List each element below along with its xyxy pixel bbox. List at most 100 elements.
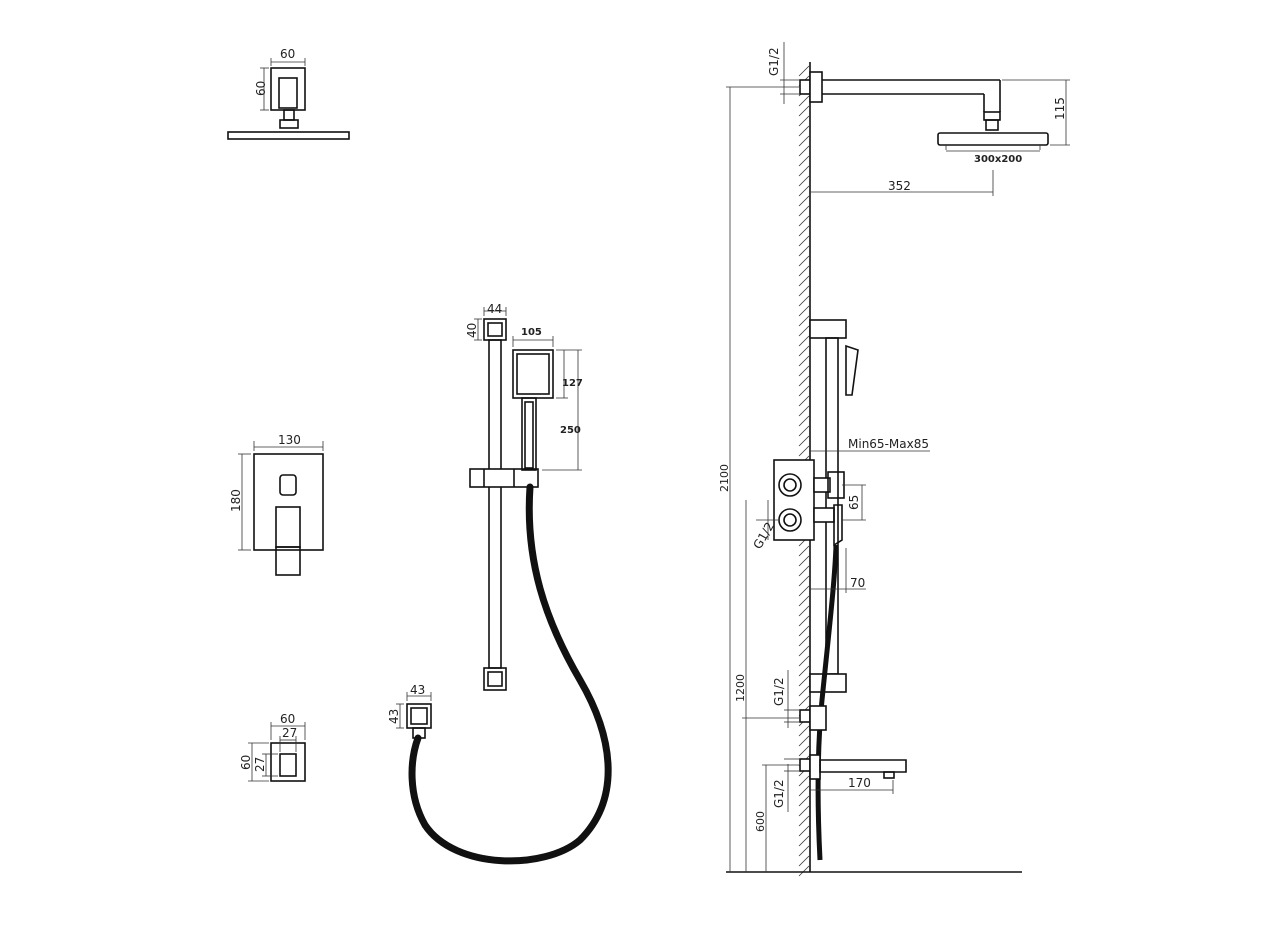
thread-elbow-label: G1/2 [772,677,786,706]
wall-hatch-line [798,805,810,817]
wall-hatch-line [798,845,810,857]
wall-hatch-line [798,395,810,407]
wall-hatch-line [798,665,810,677]
wall-hatch-line [798,255,810,267]
wall-hatch-line [798,815,810,827]
wall-hatch-line [798,95,810,107]
thread-valve-label: G1/2 [750,520,776,552]
dim-head-flange-width: 60 [280,47,295,61]
arm-drop-label: 115 [1053,97,1067,120]
wall-hatch-line [798,835,810,847]
wall-hatch-line [798,565,810,577]
wall-hatch-line [798,795,810,807]
wall-hatch-line [798,135,810,147]
wall-hatch-line [798,615,810,627]
showerhead-size-label: 300x200 [974,154,1022,165]
wall-hatch-line [798,325,810,337]
wall-hatch-line [798,165,810,177]
wall-hatch-line [798,375,810,387]
wall-hatch-line [798,205,810,217]
wall-hatch-line [798,355,810,367]
wall-hatch-line [798,175,810,187]
wall-hatch-line [798,635,810,647]
wall-hatch-line [798,595,810,607]
wall-hatch-line [798,445,810,457]
wall-hatch-line [798,675,810,687]
wall-depth-label: Min65-Max85 [848,437,929,451]
wall-hatch-line [798,745,810,757]
wall-hatch-line [798,215,810,227]
dim-handshower-head-height: 127 [562,378,583,389]
showerhead-front-view [227,58,350,140]
wall-hatch-line [798,65,810,77]
wall-hatch-line [798,345,810,357]
valve-spacing-label: 65 [847,495,861,510]
wall-hatch-line [798,865,810,877]
outlet-front-view [248,722,306,782]
arm-projection-label: 352 [888,179,911,193]
dim-mixer-width: 130 [278,433,301,447]
wall-hatch-line [798,315,810,327]
wall-hatch-line [798,305,810,317]
spout-height-floor-label: 600 [754,811,767,832]
wall-hatch-line [798,425,810,437]
wall-hatch-line [798,725,810,737]
wall-hatch-line [798,605,810,617]
wall-hatch-line [798,145,810,157]
thread-spout-label: G1/2 [772,779,786,808]
wall-hatch-line [798,155,810,167]
dim-elbow-width: 43 [410,683,425,697]
wall-hatch-line [798,385,810,397]
dim-elbow-height: 43 [387,709,401,724]
wall-hatch-line [798,655,810,667]
wall-hatch-line [798,265,810,277]
dim-mixer-height: 180 [229,489,243,512]
dim-rail-height: 40 [465,323,479,338]
wall-hatch-line [798,295,810,307]
wall-hatch-line [798,645,810,657]
wall-hatch-line [798,775,810,787]
side-view-installation [726,42,1070,877]
wall-hatch-line [798,235,810,247]
dim-rail-width: 44 [487,302,502,316]
total-height-label: 2100 [718,464,731,492]
wall-hatch-line [798,115,810,127]
dim-outlet-inner-height: 27 [253,757,267,772]
wall-hatch-line [798,555,810,567]
wall-hatch-line [798,585,810,597]
dim-head-flange-height: 60 [254,81,268,96]
wall-hatch-line [798,685,810,697]
wall-hatch-line [798,625,810,637]
wall-hatch-line [798,275,810,287]
mixer-projection-label: 70 [850,576,865,590]
wall-hatch-line [798,785,810,797]
wall-hatch-line [798,405,810,417]
dim-outlet-width: 60 [280,712,295,726]
wall-hatch-line [798,415,810,427]
wall-hatch-line [798,225,810,237]
thread-top-label: G1/2 [767,47,781,76]
slide-rail-set [396,307,612,865]
wall-hatch-line [798,125,810,137]
wall-hatch-line [798,825,810,837]
wall-hatch-line [798,435,810,447]
mixer-front-view [238,441,324,576]
dim-handshower-total-height: 250 [560,425,581,436]
dim-outlet-inner-width: 27 [282,726,297,740]
wall-hatch-line [798,245,810,257]
wall-hatch-line [798,545,810,557]
elbow-height-floor-label: 1200 [734,674,747,702]
dim-handshower-width: 105 [521,327,542,338]
spout-projection-label: 170 [848,776,871,790]
wall-hatch-line [798,195,810,207]
wall-hatch-line [798,855,810,867]
wall-hatch-line [798,105,810,117]
wall-hatch-line [798,335,810,347]
wall-hatch-line [798,735,810,747]
wall-hatch-line [798,695,810,707]
wall-hatch-line [798,285,810,297]
wall-hatch-line [798,575,810,587]
wall-hatch-line [798,365,810,377]
